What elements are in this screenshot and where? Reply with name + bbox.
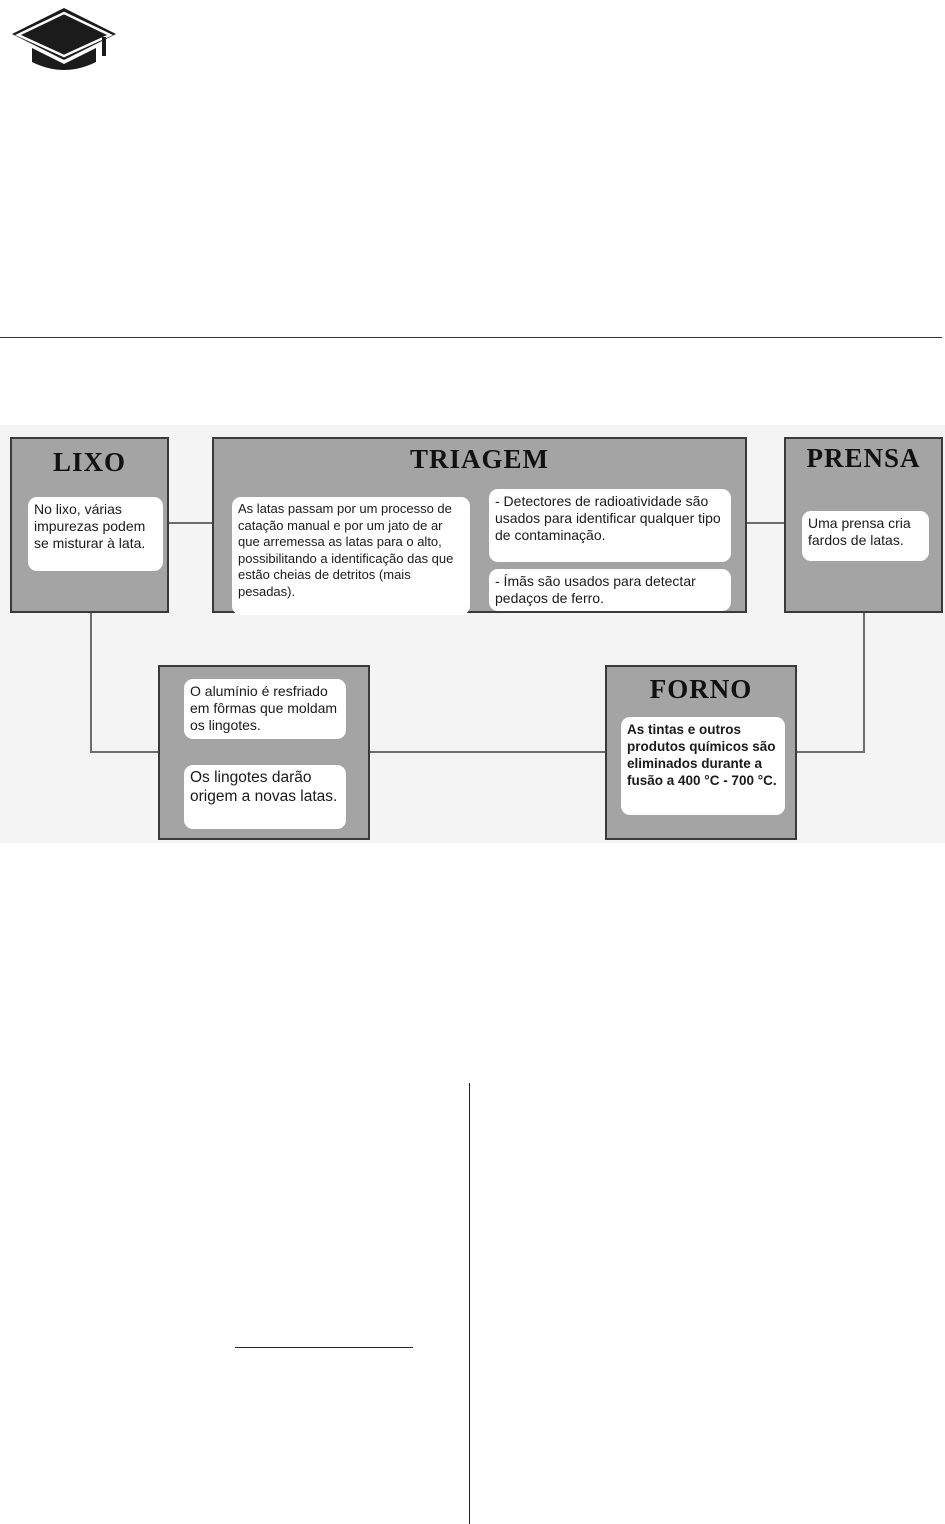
stage-resfriamento-note-1: O alumínio é resfriado em fôrmas que mol… [184, 679, 346, 739]
top-divider [0, 337, 942, 338]
column-divider [469, 1083, 470, 1524]
stage-lixo: LIXO No lixo, várias impurezas podem se … [10, 437, 169, 613]
stage-forno-note: As tintas e outros produtos químicos são… [621, 717, 785, 815]
stage-forno: FORNO As tintas e outros produtos químic… [605, 665, 797, 840]
connector-lixo-triagem [168, 522, 214, 524]
stage-prensa: PRENSA Uma prensa cria fardos de latas. [784, 437, 943, 613]
connector-triagem-prensa [745, 522, 786, 524]
stage-prensa-title: PRENSA [806, 443, 921, 473]
stage-lixo-note: No lixo, várias impurezas podem se mistu… [28, 497, 163, 571]
connector-resfriamento-left [91, 751, 160, 753]
stage-resfriamento: O alumínio é resfriado em fôrmas que mol… [158, 665, 370, 840]
stage-triagem: TRIAGEM As latas passam por um processo … [212, 437, 747, 615]
stage-triagem-note-left: As latas passam por um processo de cataç… [232, 497, 470, 615]
recycling-flow-diagram: LIXO No lixo, várias impurezas podem se … [0, 425, 945, 843]
connector-prensa-down [863, 611, 865, 753]
stage-triagem-note-right-1: - Detectores de radioatividade são usado… [489, 489, 731, 562]
answer-blank-line [235, 1347, 413, 1348]
stage-resfriamento-note-2: Os lingotes darão origem a novas latas. [184, 765, 346, 829]
stage-triagem-note-right-2: - Ímãs são usados para detectar pedaços … [489, 569, 731, 611]
connector-forno-resfriamento [369, 751, 607, 753]
stage-forno-title: FORNO [649, 674, 753, 704]
connector-to-forno [796, 751, 865, 753]
connector-lixo-down [90, 611, 92, 753]
stage-triagem-title: TRIAGEM [409, 444, 549, 474]
graduation-cap-icon [12, 8, 116, 70]
stage-prensa-note: Uma prensa cria fardos de latas. [802, 511, 929, 561]
stage-lixo-title: LIXO [52, 447, 127, 477]
